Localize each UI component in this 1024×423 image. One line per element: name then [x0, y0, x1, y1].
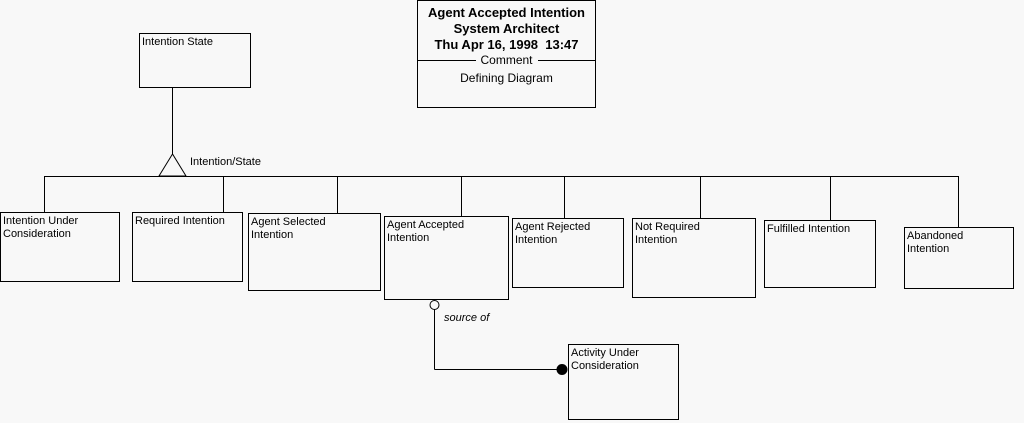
association-label: source of — [444, 312, 490, 324]
node-agent-selected-intention[interactable]: Agent Selected Intention — [248, 213, 381, 291]
node-label: Abandoned Intention — [907, 230, 964, 255]
diagram-timestamp: Thu Apr 16, 1998 13:47 — [434, 37, 579, 52]
node-label: Agent Selected Intention — [251, 216, 326, 241]
node-label: Activity Under Consideration — [571, 347, 639, 372]
comment-divider-label: Comment — [480, 53, 533, 67]
divider-line-right — [537, 60, 596, 61]
association-open-circle — [429, 300, 440, 310]
node-label: Intention Under Consideration — [3, 215, 79, 240]
node-abandoned-intention[interactable]: Abandoned Intention — [904, 227, 1014, 289]
comment-divider: Comment — [418, 53, 596, 67]
node-agent-rejected-intention[interactable]: Agent Rejected Intention — [512, 218, 624, 288]
node-not-required-intention[interactable]: Not Required Intention — [632, 218, 756, 298]
node-activity-under-consideration[interactable]: Activity Under Consideration — [568, 344, 679, 420]
comment-text: Defining Diagram — [460, 71, 553, 85]
association-filled-circle — [556, 364, 568, 375]
node-label: Not Required Intention — [635, 221, 700, 246]
node-label: Fulfilled Intention — [767, 223, 851, 235]
diagram-name: Agent Accepted Intention — [428, 5, 585, 20]
node-intention-state[interactable]: Intention State — [139, 33, 251, 88]
divider-line-left — [418, 60, 476, 61]
node-fulfilled-intention[interactable]: Fulfilled Intention — [764, 220, 876, 288]
node-label: Agent Rejected Intention — [515, 221, 591, 246]
subtype-triangle[interactable] — [158, 153, 187, 177]
relationship-label: Intention/State — [190, 156, 261, 168]
diagram-title-box[interactable]: Agent Accepted Intention System Architec… — [417, 0, 596, 108]
node-label: Intention State — [142, 36, 213, 48]
node-label: Required Intention — [135, 215, 225, 227]
node-intention-under-consideration[interactable]: Intention Under Consideration — [0, 212, 120, 282]
tool-name: System Architect — [453, 21, 560, 36]
node-agent-accepted-intention[interactable]: Agent Accepted Intention — [384, 216, 509, 300]
node-label: Agent Accepted Intention — [387, 219, 465, 244]
node-required-intention[interactable]: Required Intention — [132, 212, 243, 282]
